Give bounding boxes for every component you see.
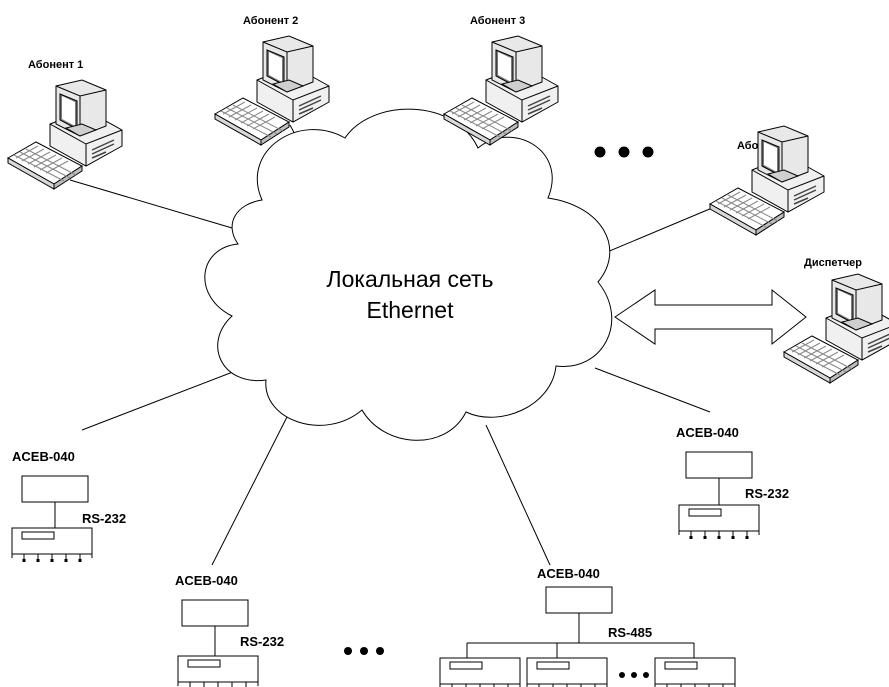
dispatcher-label: Диспетчер <box>804 257 862 269</box>
subscriber-2-label: Абонент 2 <box>243 15 298 27</box>
converter-box <box>685 451 753 479</box>
workstation-icon <box>783 273 889 384</box>
device-1: ACEB-040 RS-232 <box>11 449 126 563</box>
workstation-icon <box>214 35 330 146</box>
converter-box <box>545 586 613 614</box>
subscriber-3: Абонент 3 <box>443 15 559 146</box>
device-1-label: ACEB-040 <box>12 449 75 464</box>
cloud-subtitle: Ethernet <box>367 297 455 323</box>
workstation-icon <box>443 35 559 146</box>
dispatcher: Диспетчер <box>783 257 889 384</box>
device-4-interface: RS-232 <box>745 486 789 501</box>
device-4: ACEB-040 RS-232 <box>676 425 789 540</box>
ellipsis-dots <box>619 672 649 678</box>
ellipsis-dots <box>344 647 384 655</box>
converter-box <box>21 475 89 503</box>
controller-icon <box>11 527 93 563</box>
device-2: ACEB-040 RS-232 <box>175 573 284 687</box>
device-2-label: ACEB-040 <box>175 573 238 588</box>
subscriber-n: Абонент N <box>709 125 825 236</box>
device-3-interface: RS-485 <box>608 625 652 640</box>
cloud-title: Локальная сеть <box>326 266 493 292</box>
controller-icon <box>526 657 608 687</box>
converter-box <box>181 599 249 627</box>
controller-icon <box>439 657 521 687</box>
subscriber-3-label: Абонент 3 <box>470 15 525 27</box>
device-4-label: ACEB-040 <box>676 425 739 440</box>
controller-icon <box>678 504 760 540</box>
device-3-label: ACEB-040 <box>537 566 600 581</box>
subscriber-2: Абонент 2 <box>214 15 330 146</box>
controller-icon <box>654 657 736 687</box>
ellipsis-dots <box>594 146 654 158</box>
device-2-interface: RS-232 <box>240 634 284 649</box>
workstation-icon <box>709 125 825 236</box>
lan-cloud: Локальная сеть Ethernet <box>204 108 613 441</box>
device-3: ACEB-040 RS-485 <box>439 566 736 687</box>
subscriber-1: Абонент 1 <box>7 59 123 190</box>
workstation-icon <box>7 79 123 190</box>
device-1-interface: RS-232 <box>82 511 126 526</box>
bidirectional-arrow-icon <box>614 288 807 346</box>
controller-icon <box>177 655 259 687</box>
subscriber-1-label: Абонент 1 <box>28 59 83 71</box>
